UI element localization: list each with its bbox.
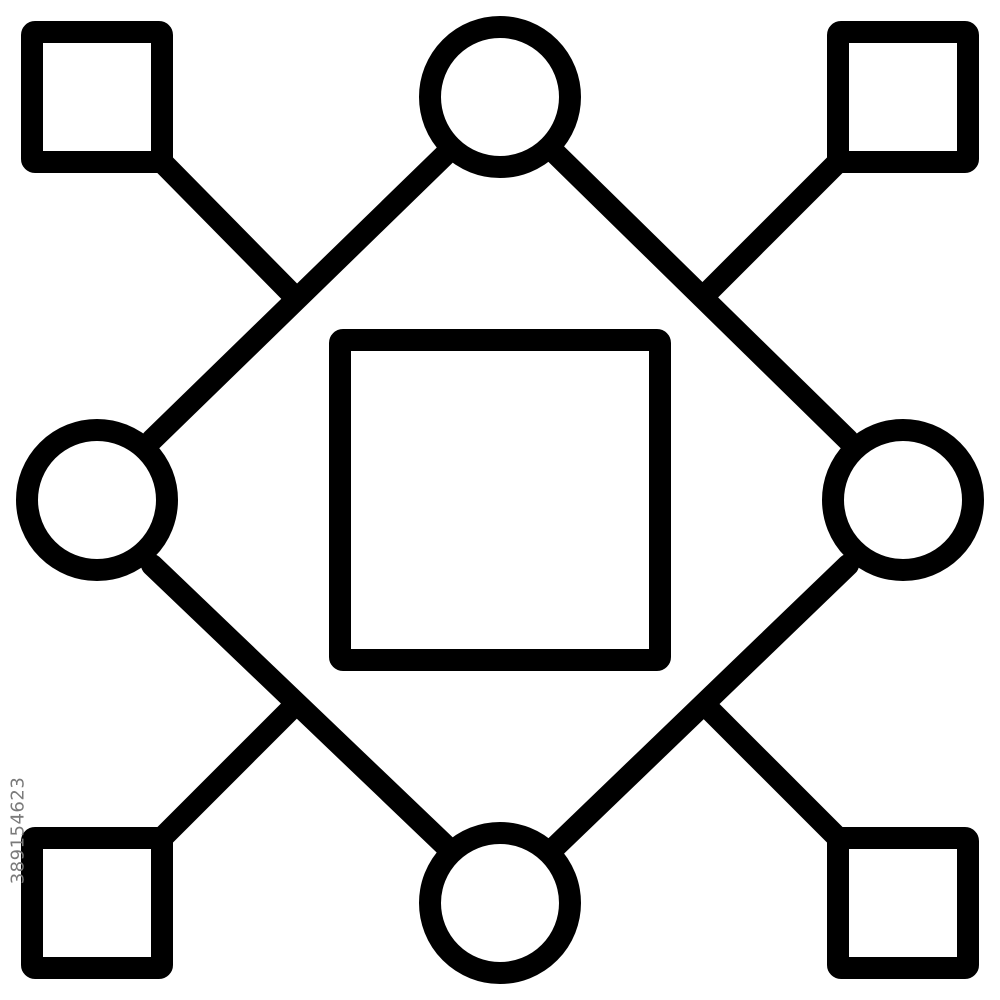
corner-square-bottom-left: [21, 827, 173, 979]
circle-node-bottom: [419, 822, 581, 984]
corner-square-bottom-right: [827, 827, 979, 979]
center-square-node: [329, 329, 671, 671]
corner-square-top-right: [827, 21, 979, 173]
spoke-bottom-left: [149, 697, 303, 851]
edge-top-left: [141, 139, 461, 451]
stock-image-id: 389154623: [7, 776, 29, 885]
spoke-top-left: [149, 149, 301, 303]
spoke-bottom-right: [697, 697, 851, 851]
circle-node-right: [822, 419, 984, 581]
circle-node-top: [419, 16, 581, 178]
corner-square-top-left: [21, 21, 173, 173]
circle-node-left: [16, 419, 178, 581]
spoke-top-right: [697, 149, 851, 303]
